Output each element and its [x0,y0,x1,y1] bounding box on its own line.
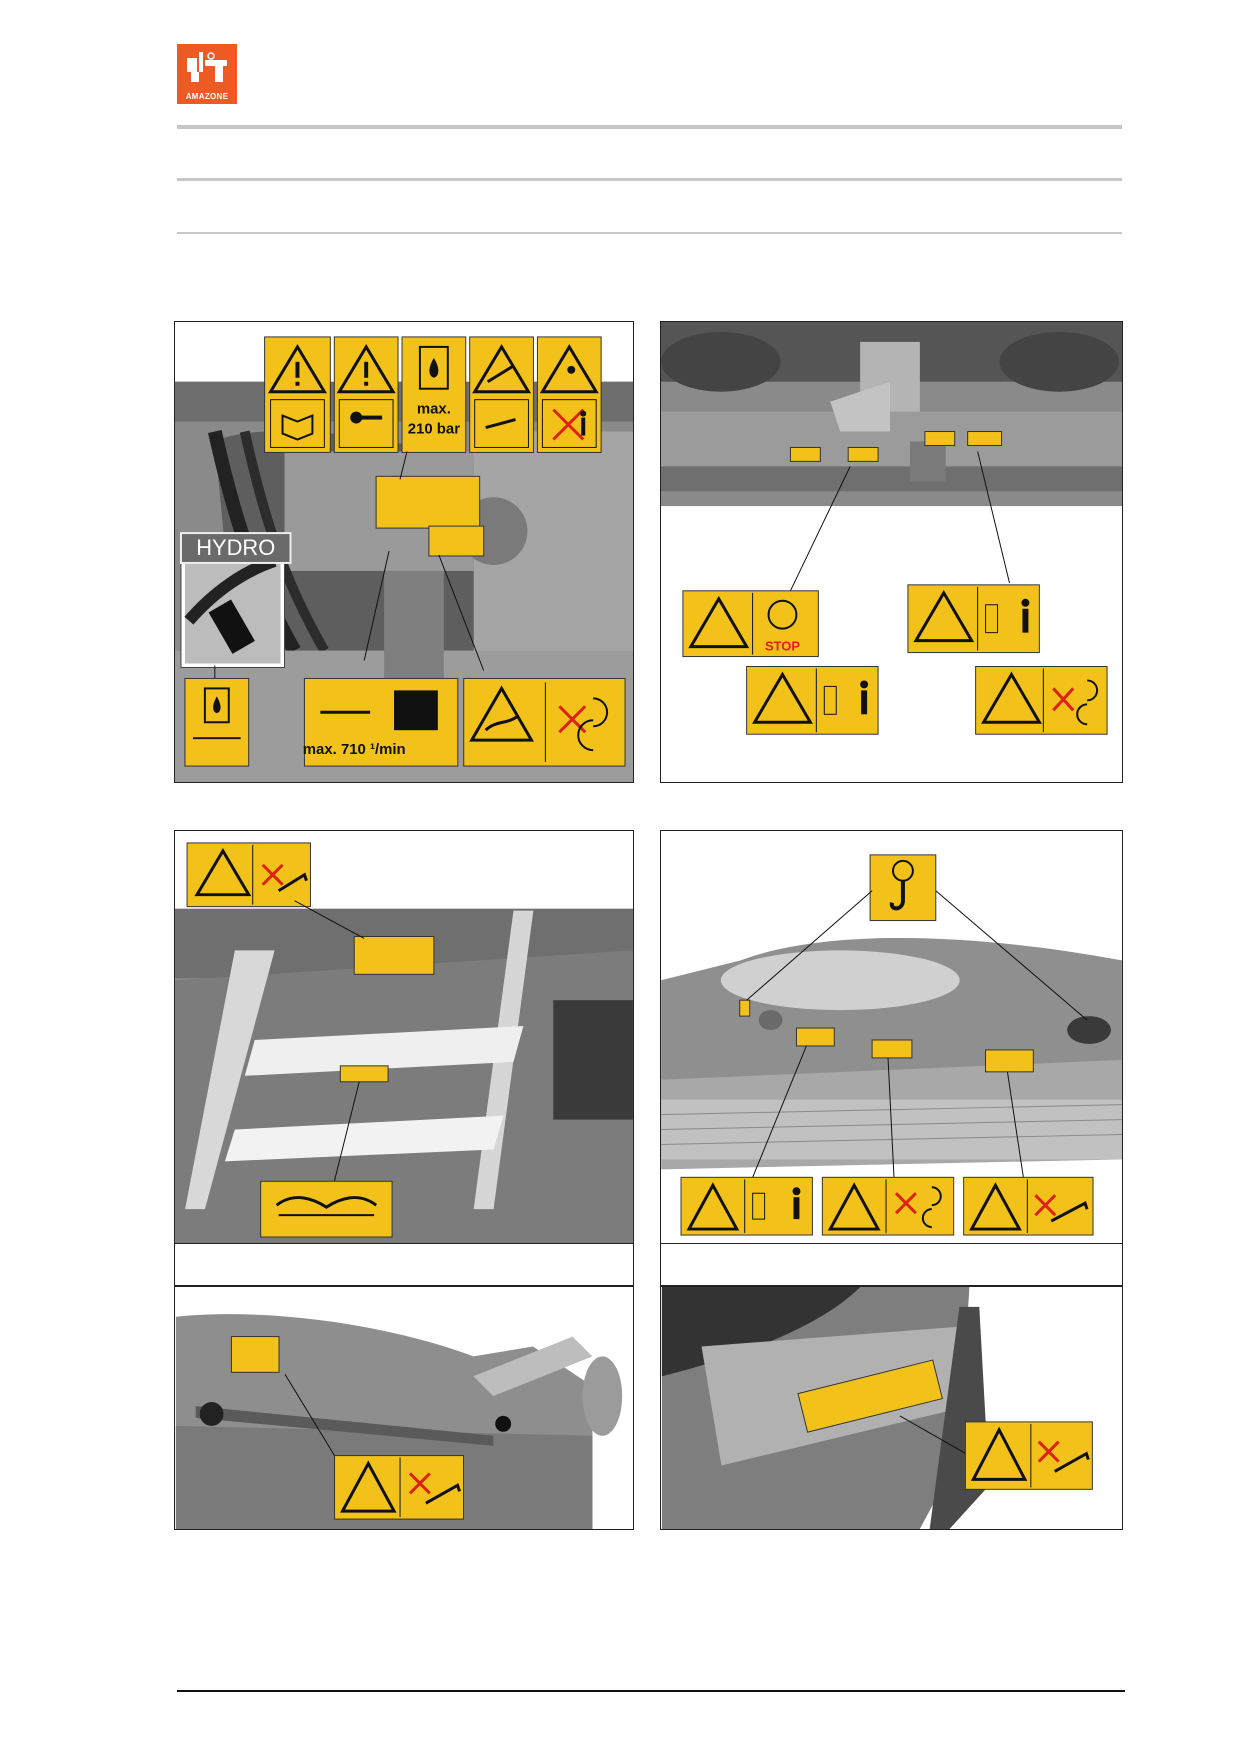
decal-cluster [375,475,481,529]
tractor-logo-icon [187,52,227,82]
step-grip-sign [260,1180,393,1238]
lifting-point-photo-illustration [661,854,1122,1243]
safety-distance-sign-right [907,584,1040,654]
mower-guard-photo-illustration: STOP [661,322,1122,782]
safety-distance-sign-bottom [746,666,879,735]
figure-panel-hydraulic: HYDRO max. 210 bar [174,321,634,783]
steps-photo-illustration [175,831,633,1243]
cutter-guard-photo-illustration [661,1287,1122,1529]
hydraulic-photo-illustration: HYDRO max. 210 bar [175,336,633,782]
brand-name: AMAZONE [185,92,229,101]
stop-label: STOP [765,639,800,654]
decal-distance-small [795,1027,835,1047]
hydraulic-accumulator-sign [184,677,250,767]
decal-entanglement [967,431,1003,446]
figure-panel-steps [174,830,634,1244]
distance-sign [680,1176,813,1236]
decal-rotating-blades [789,446,821,462]
warning-sign-falling-from-machine [536,336,602,453]
drawbar-photo-illustration [175,1287,633,1529]
caption-strip-left [174,1244,634,1286]
figure-panel-cutter-guard [660,1286,1123,1530]
decal-distance-2 [924,431,956,446]
crushing-hazard-sign [964,1421,1093,1490]
figure-panel-lifting-point [660,830,1123,1244]
decal-crushing-on-guard [797,1359,943,1433]
figure-panel-mower-guards: STOP [660,321,1123,783]
warning-sign-read-manual [264,336,331,453]
pto-speed-sign: max. 710 ¹/min [303,677,459,767]
pto-speed-label: max. 710 ¹/min [303,741,406,758]
header-rule-middle [177,178,1122,181]
decal-lifting-small [739,999,751,1017]
decal-distance-1 [847,446,879,462]
hydro-label: HYDRO [196,535,275,560]
header-rule-bottom [177,232,1122,234]
pressure-label-line2: 210 bar [408,421,460,438]
entanglement-sign-right [975,666,1108,735]
footer-rule [177,1690,1125,1692]
decal-crushing-small [230,1336,280,1373]
figure-panel-drawbar [174,1286,634,1530]
lifting-point-sign [869,854,937,922]
caption-strip-right [660,1244,1123,1286]
header-rule-top [177,125,1122,129]
crushing-hazard-sign [334,1455,465,1520]
decal-entanglement-small [428,525,485,557]
pressure-label-line1: max. [417,401,451,418]
entanglement-warning-sign [463,677,626,767]
crushing-sign [963,1176,1094,1236]
entanglement-sign [821,1176,955,1236]
decal-step-grip-small [339,1065,389,1083]
crushing-hazard-sign [186,842,311,908]
decal-crushing-small [353,935,435,975]
rotating-blades-stop-sign: STOP [682,590,819,658]
warning-sign-hydraulic-pressure: max. 210 bar [401,336,467,453]
decal-entanglement-small [871,1039,913,1059]
amazone-logo: AMAZONE [177,44,237,104]
warning-sign-remove-key [333,336,399,453]
decal-crushing-small [985,1049,1034,1073]
warning-sign-hydraulic-fluid [469,336,534,453]
